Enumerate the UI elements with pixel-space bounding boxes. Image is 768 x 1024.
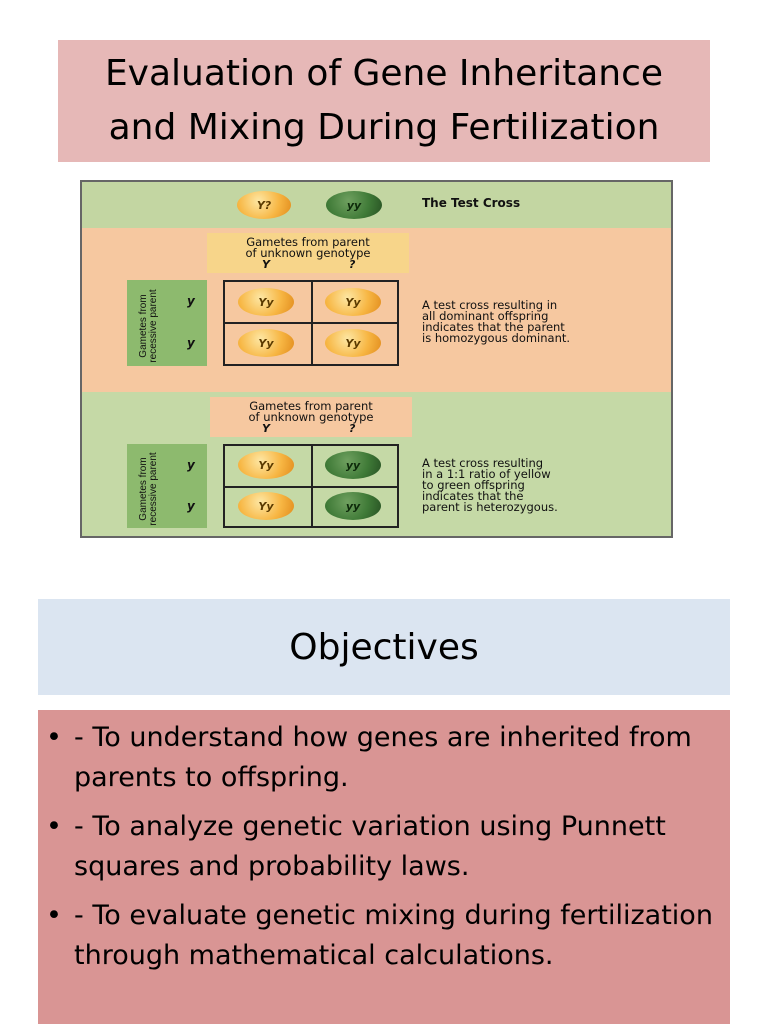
panel2-caption-line5: parent is heterozygous.	[422, 500, 558, 514]
panel2-gamete-header-line2: of unknown genotype	[248, 410, 374, 424]
panel1-caption: A test cross resulting in all dominant o…	[422, 298, 571, 345]
objectives-list: • - To understand how genes are inherite…	[38, 710, 730, 976]
slide-title-box: Evaluation of Gene Inheritance and Mixin…	[58, 40, 710, 162]
panel2-cell-2-pea: yy	[325, 451, 381, 479]
panel2-gamete-header-line1: Gametes from parent	[249, 399, 373, 413]
objective-item: • - To understand how genes are inherite…	[46, 718, 720, 798]
panel1-side-box: Gametes from recessive parent y y	[127, 280, 207, 366]
panel2-caption-line4: indicates that the	[422, 489, 524, 503]
panel1-gamete-header: Gametes from parent of unknown genotype …	[207, 233, 409, 273]
panel1-cell-4: Yy	[345, 336, 361, 350]
objective-item: • - To analyze genetic variation using P…	[46, 807, 720, 887]
panel2-caption-line3: to green offspring	[422, 478, 525, 492]
panel2-row1-allele: y	[187, 458, 195, 472]
panel1-col1-allele: Y	[262, 258, 270, 271]
panel2-col1-allele: Y	[262, 422, 270, 435]
objectives-list-box: • - To understand how genes are inherite…	[38, 710, 730, 1024]
panel2-side-box: Gametes from recessive parent y y	[127, 444, 207, 528]
objectives-heading: Objectives	[289, 626, 479, 668]
panel2-cell-4: yy	[345, 499, 361, 513]
slide-title: Evaluation of Gene Inheritance and Mixin…	[105, 47, 663, 155]
panel1-row1-allele: y	[187, 294, 195, 308]
objective-item: • - To evaluate genetic mixing during fe…	[46, 896, 720, 976]
panel2-cell-1-pea: Yy	[238, 451, 294, 479]
panel1-caption-line1: A test cross resulting in	[422, 298, 558, 312]
panel2-cell-4-pea: yy	[325, 492, 381, 520]
bullet-icon: •	[46, 811, 62, 842]
panel1-col2-allele: ?	[349, 258, 356, 271]
test-cross-figure: Y? yy The Test Cross Gametes from parent…	[80, 180, 673, 538]
figure-heading: The Test Cross	[422, 196, 521, 210]
panel1-cell-1-pea: Yy	[238, 288, 294, 316]
panel2-cell-3: Yy	[258, 499, 274, 513]
panel2-caption-line1: A test cross resulting	[422, 456, 544, 470]
panel2-side-label: Gametes from recessive parent	[138, 445, 159, 533]
panel1-punnett-square	[223, 280, 399, 366]
panel1-gamete-header-line2: of unknown genotype	[245, 246, 371, 260]
panel1-cell-1: Yy	[258, 295, 274, 309]
panel1-cell-4-pea: Yy	[325, 329, 381, 357]
panel1-cell-2: Yy	[345, 295, 361, 309]
panel2-punnett-square	[223, 444, 399, 528]
panel1-gamete-header-line1: Gametes from parent	[246, 235, 370, 249]
recessive-parent-genotype: yy	[346, 198, 362, 212]
panel2-row2-allele: y	[187, 499, 195, 513]
panel2-cell-3-pea: Yy	[238, 492, 294, 520]
bullet-icon: •	[46, 722, 62, 753]
panel2-cell-1: Yy	[258, 458, 274, 472]
panel1-row2-allele: y	[187, 336, 195, 350]
panel2-caption: A test cross resulting in a 1:1 ratio of…	[422, 456, 558, 514]
objectives-header: Objectives	[38, 599, 730, 695]
panel2-cell-2: yy	[345, 458, 361, 472]
panel1-cell-3: Yy	[258, 336, 274, 350]
unknown-parent-pea: Y?	[237, 191, 291, 219]
bullet-icon: •	[46, 900, 62, 931]
slide-title-line2: and Mixing During Fertilization	[108, 107, 660, 148]
panel2-caption-line2: in a 1:1 ratio of yellow	[422, 467, 551, 481]
panel1-side-label: Gametes from recessive parent	[138, 282, 159, 370]
panel2-col2-allele: ?	[349, 422, 356, 435]
objective-text-3: - To evaluate genetic mixing during fert…	[74, 900, 713, 971]
panel1-side-label-line2: recessive parent	[148, 289, 159, 363]
panel1-caption-line2: all dominant offspring	[422, 309, 549, 323]
panel1-caption-line4: is homozygous dominant.	[422, 331, 571, 345]
slide-title-line1: Evaluation of Gene Inheritance	[104, 53, 664, 94]
objective-text-2: - To analyze genetic variation using Pun…	[74, 811, 666, 882]
objective-text-1: - To understand how genes are inherited …	[74, 722, 692, 793]
panel2-side-label-line2: recessive parent	[148, 452, 159, 526]
recessive-parent-pea: yy	[326, 191, 382, 219]
panel2-gamete-header: Gametes from parent of unknown genotype …	[210, 397, 412, 437]
panel1-cell-3-pea: Yy	[238, 329, 294, 357]
unknown-parent-genotype: Y?	[256, 198, 272, 212]
panel1-caption-line3: indicates that the parent	[422, 320, 565, 334]
panel1-cell-2-pea: Yy	[325, 288, 381, 316]
